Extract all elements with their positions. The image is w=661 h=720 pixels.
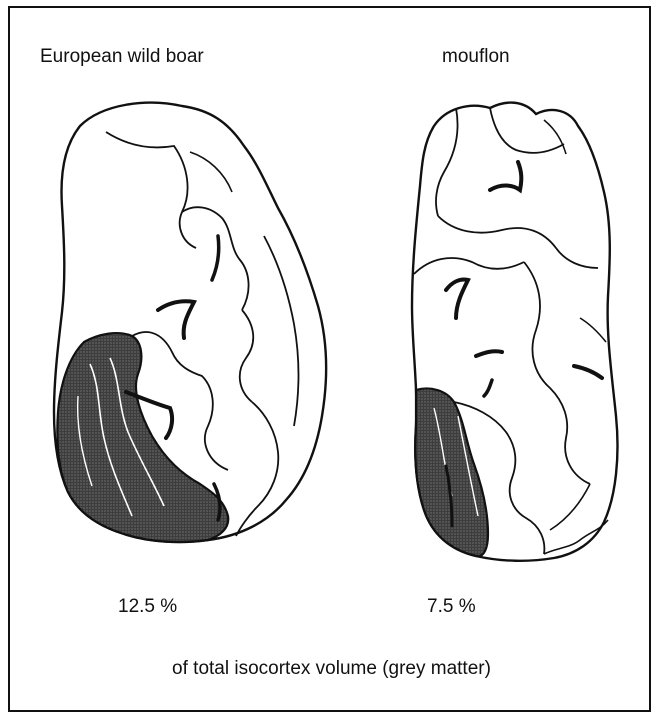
figure-caption: of total isocortex volume (grey matter): [10, 658, 653, 680]
left-percentage: 12.5 %: [118, 596, 177, 618]
figure-frame: European wild boar mouflon: [8, 6, 651, 712]
right-percentage: 7.5 %: [427, 596, 476, 618]
right-species-label: mouflon: [442, 46, 510, 68]
wild-boar-brain-drawing: [32, 96, 362, 566]
mouflon-brain-drawing: [394, 86, 634, 566]
left-species-label: European wild boar: [40, 46, 204, 68]
